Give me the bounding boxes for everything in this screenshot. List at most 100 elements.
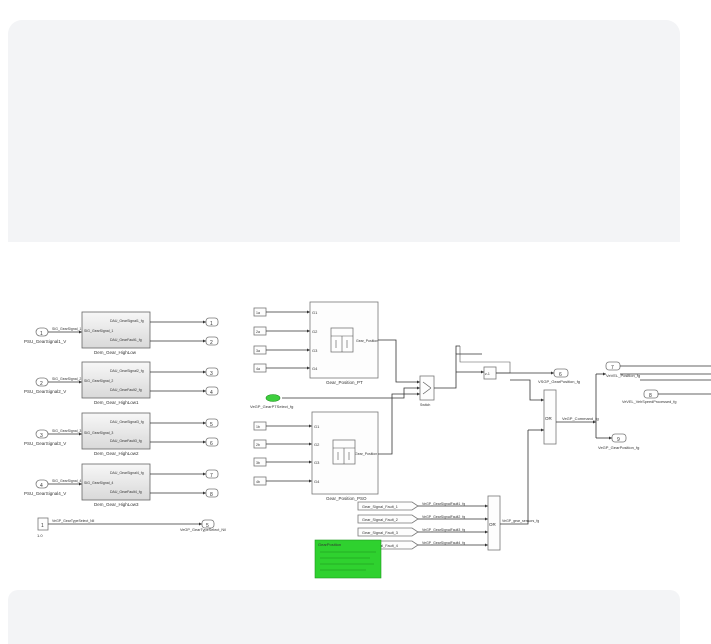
or-gate-top[interactable]: OR [543,389,557,445]
outport-5-num: 5 [210,422,213,428]
gear-position-pt-in3: G3 [312,348,318,353]
simulink-block-diagram: 1 PSU_GearSignal1_V SIG_GearSignal_1 DAU… [24,301,711,579]
right-outport-3-num: 9 [617,437,620,443]
right-outport-3-label: VeGP_GearPosition_fg [598,445,639,450]
right-outport-2-num: 8 [649,393,652,399]
subsystem-block-4[interactable] [81,463,151,501]
right-outport-2[interactable]: 8 VeVEL_VehSpeedProcessed_fg [622,389,676,404]
subsystem-4-inlabel: SIG_GearSignal_4 [84,481,113,485]
bottom-blank-panel [8,590,680,644]
from-tag-pso-1-label: 1b [256,425,260,429]
inport-1-label: PSU_GearSignal1_V [24,339,66,344]
subsystem-dem-gear-1[interactable]: 1 PSU_GearSignal1_V SIG_GearSignal_1 DAU… [24,311,219,355]
fault-tag-1[interactable] [357,501,419,511]
gear-position-pt-in4: G4 [312,366,318,371]
subsystem-4-name: Dem_Gear_HighLow3 [94,502,139,507]
subsystem-2-port2: DAU_GearFault2_fg [110,388,142,392]
subsystem-4-port1: DAU_GearSignal4_fg [110,471,144,475]
outport-7[interactable] [205,469,219,479]
green-annotation-box[interactable] [314,539,382,579]
subsystem-3-name: Dem_Gear_HighLow2 [94,451,139,456]
fault-wire-1-label: VeGP_GearSignalFault1_fg [422,502,465,506]
inport-3-wire-label: SIG_GearSignal_3 [52,429,81,433]
or-gate-bottom-label: OR [489,522,497,527]
outport-8[interactable] [205,488,219,498]
gear-position-pso-out: Gear_Position [355,452,377,456]
gear-position-pso-in3: G3 [314,460,320,465]
subsystem-dem-gear-2[interactable]: 2 PSU_GearSignal2_V SIG_GearSignal_2 DAU… [24,361,219,405]
gear-switch[interactable]: Switch [419,375,435,407]
or-gate-top-label: OR [545,416,553,421]
switch-block[interactable] [419,375,435,401]
inport-4-wire-label: SIG_GearSignal_4 [52,479,81,483]
gear-position-out-block[interactable] [553,368,569,378]
subsystem-block-2[interactable] [81,361,151,399]
subsystem-4-port2: DAU_GearFault4_fg [110,490,142,494]
green-from-tag[interactable] [265,394,281,402]
green-annotation-label: GearPosition [318,542,341,547]
unit-delay[interactable]: z-1 [483,366,497,380]
gear-position-out-label: VSGP_GearPosition_fg [538,379,580,384]
inport-2-wire-label: SIG_GearSignal_2 [52,377,81,381]
gear-position-pso-subsystem[interactable]: 1b 2b 3b 4b G1 G2 G3 G4 Gear_Position Ge… [253,411,379,501]
fault-wire-3-label: VeGP_GearSignalFault3_fg [422,528,465,532]
right-outport-1-label: VeVEL_Position_fg [606,373,640,378]
subsystem-2-port1: DAU_GearSignal2_fg [110,369,144,373]
subsystem-block-3[interactable] [81,412,151,450]
gear-position-outport[interactable]: 6 VSGP_GearPosition_fg [538,368,580,384]
fault-tag-2[interactable] [357,514,419,524]
outport-8-num: 8 [210,492,213,498]
gear-type-wire-label: VeGP_GearTypeSelect_Nil [52,519,94,523]
gear-position-annotation[interactable]: GearPosition [314,539,382,579]
gear-pt-select-from[interactable]: VeGP_GearPTSelect_fg [250,394,293,410]
fault-tag-3[interactable] [357,527,419,537]
or-gate-bottom-block[interactable] [487,495,501,551]
switch-label: Switch [420,403,430,407]
gear-position-pso-in1: G1 [314,424,320,429]
inport-4-label: PSU_GearSignal4_V [24,491,66,496]
top-blank-panel [8,20,680,242]
from-tag-pso-4-label: 4b [256,480,260,484]
from-tag-pt-4-label: 4a [256,367,260,371]
gear-type-outport-num: 5 [206,523,209,529]
outport-2[interactable] [205,336,219,346]
outport-6-num: 6 [210,441,213,447]
right-outport-1-num: 7 [611,365,614,371]
gear-position-pso-name: Gear_Position_PSO [326,496,367,501]
gear-position-pt-name: Gear_Position_PT [326,380,363,385]
right-outport-2-label: VeVEL_VehSpeedProcessed_fg [622,400,676,404]
gear-position-pt-in1: G1 [312,310,318,315]
inport-1-num: 1 [40,331,43,337]
fault-tag-2-label: Gear_Signal_Fault_2 [362,518,398,522]
gear-type-select[interactable]: 1 1.0 VeGP_GearTypeSelect_Nil 5 VeGP_Gea… [37,517,226,538]
outport-1-num: 1 [210,321,213,327]
outport-6[interactable] [205,437,219,447]
fault-wire-2-label: VeGP_GearSignalFault2_fg [422,515,465,519]
or-gate-bottom[interactable]: OR [487,495,501,551]
outport-3[interactable] [205,367,219,377]
subsystem-1-inlabel: SIG_GearSignal_1 [84,329,113,333]
fault-tag-1-label: Gear_Signal_Fault_1 [362,505,398,509]
gear-position-pt-subsystem[interactable]: 1a 2a 3a 4a G1 G2 G3 G4 Gear_Position Ge… [253,301,379,385]
outport-1[interactable] [205,317,219,327]
subsystem-2-name: Dem_Gear_HighLow1 [94,400,139,405]
gear-type-outport[interactable] [201,519,215,529]
from-tag-pt-1-label: 1a [256,311,260,315]
subsystem-dem-gear-3[interactable]: 3 PSU_GearSignal3_V SIG_GearSignal_3 DAU… [24,412,219,456]
gear-command-label: VeGP_Command_fg [562,416,599,421]
outport-2-num: 2 [210,340,213,346]
fault-tags[interactable]: Gear_Signal_Fault_1 Gear_Signal_Fault_2 … [357,501,419,550]
subsystem-2-inlabel: SIG_GearSignal_2 [84,379,113,383]
right-outport-3[interactable]: 9 VeGP_GearPosition_fg [598,433,639,450]
outport-5[interactable] [205,418,219,428]
subsystem-1-port1: DAU_GearSignal1_fg [110,319,144,323]
right-outport-1[interactable]: 7 VeVEL_Position_fg [605,361,640,378]
subsystem-block-1[interactable] [81,311,151,349]
outport-4[interactable] [205,386,219,396]
right-outport-3-block[interactable] [611,433,627,443]
subsystem-1-name: Dem_Gear_HighLow [94,350,137,355]
outport-3-num: 3 [210,371,213,377]
subsystem-dem-gear-4[interactable]: 4 PSU_GearSignal4_V SIG_GearSignal_4 DAU… [24,463,219,507]
or-gate-top-block[interactable] [543,389,557,445]
from-tag-pso-2-label: 2b [256,443,260,447]
